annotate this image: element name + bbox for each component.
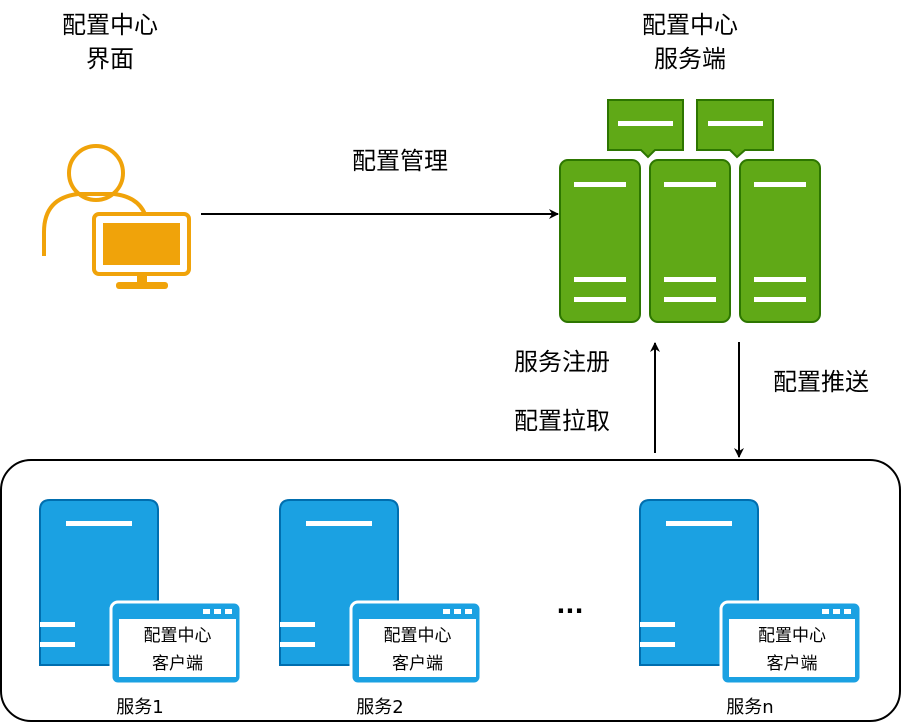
- clients-container: [0, 459, 901, 722]
- window-icon: [109, 600, 243, 686]
- client-1-service: 服务1: [116, 697, 164, 718]
- window-icon: [719, 600, 863, 686]
- client-1-line1: 配置中心: [143, 626, 212, 646]
- server-icon: [649, 159, 731, 323]
- client-2-line2: 客户端: [392, 654, 443, 674]
- client-1-line2: 客户端: [152, 654, 203, 674]
- client-2: [279, 499, 483, 686]
- client-1: [39, 499, 243, 686]
- client-n: [639, 499, 863, 686]
- server-icon: [739, 159, 821, 323]
- edge-label-manage: 配置管理: [352, 147, 448, 175]
- speech-box-icon: [607, 99, 684, 159]
- ellipsis: ...: [556, 591, 584, 619]
- client-n-line2: 客户端: [766, 654, 818, 674]
- server-title-line2: 服务端: [654, 45, 726, 73]
- client-n-line1: 配置中心: [758, 626, 826, 646]
- client-2-service: 服务2: [356, 697, 404, 718]
- window-icon: [349, 600, 483, 686]
- ui-title-line2: 界面: [86, 45, 134, 73]
- server-cluster-icon: [559, 159, 821, 323]
- server-icon: [559, 159, 641, 323]
- monitor-icon: [92, 212, 191, 289]
- client-2-line1: 配置中心: [383, 626, 452, 646]
- client-n-service: 服务n: [726, 697, 774, 718]
- speech-box-icon: [696, 99, 774, 159]
- edge-label-register: 服务注册: [514, 348, 610, 376]
- server-title-line1: 配置中心: [642, 11, 738, 39]
- edge-label-pull: 配置拉取: [514, 407, 610, 435]
- ui-title-line1: 配置中心: [62, 11, 158, 39]
- edge-label-push: 配置推送: [773, 368, 869, 396]
